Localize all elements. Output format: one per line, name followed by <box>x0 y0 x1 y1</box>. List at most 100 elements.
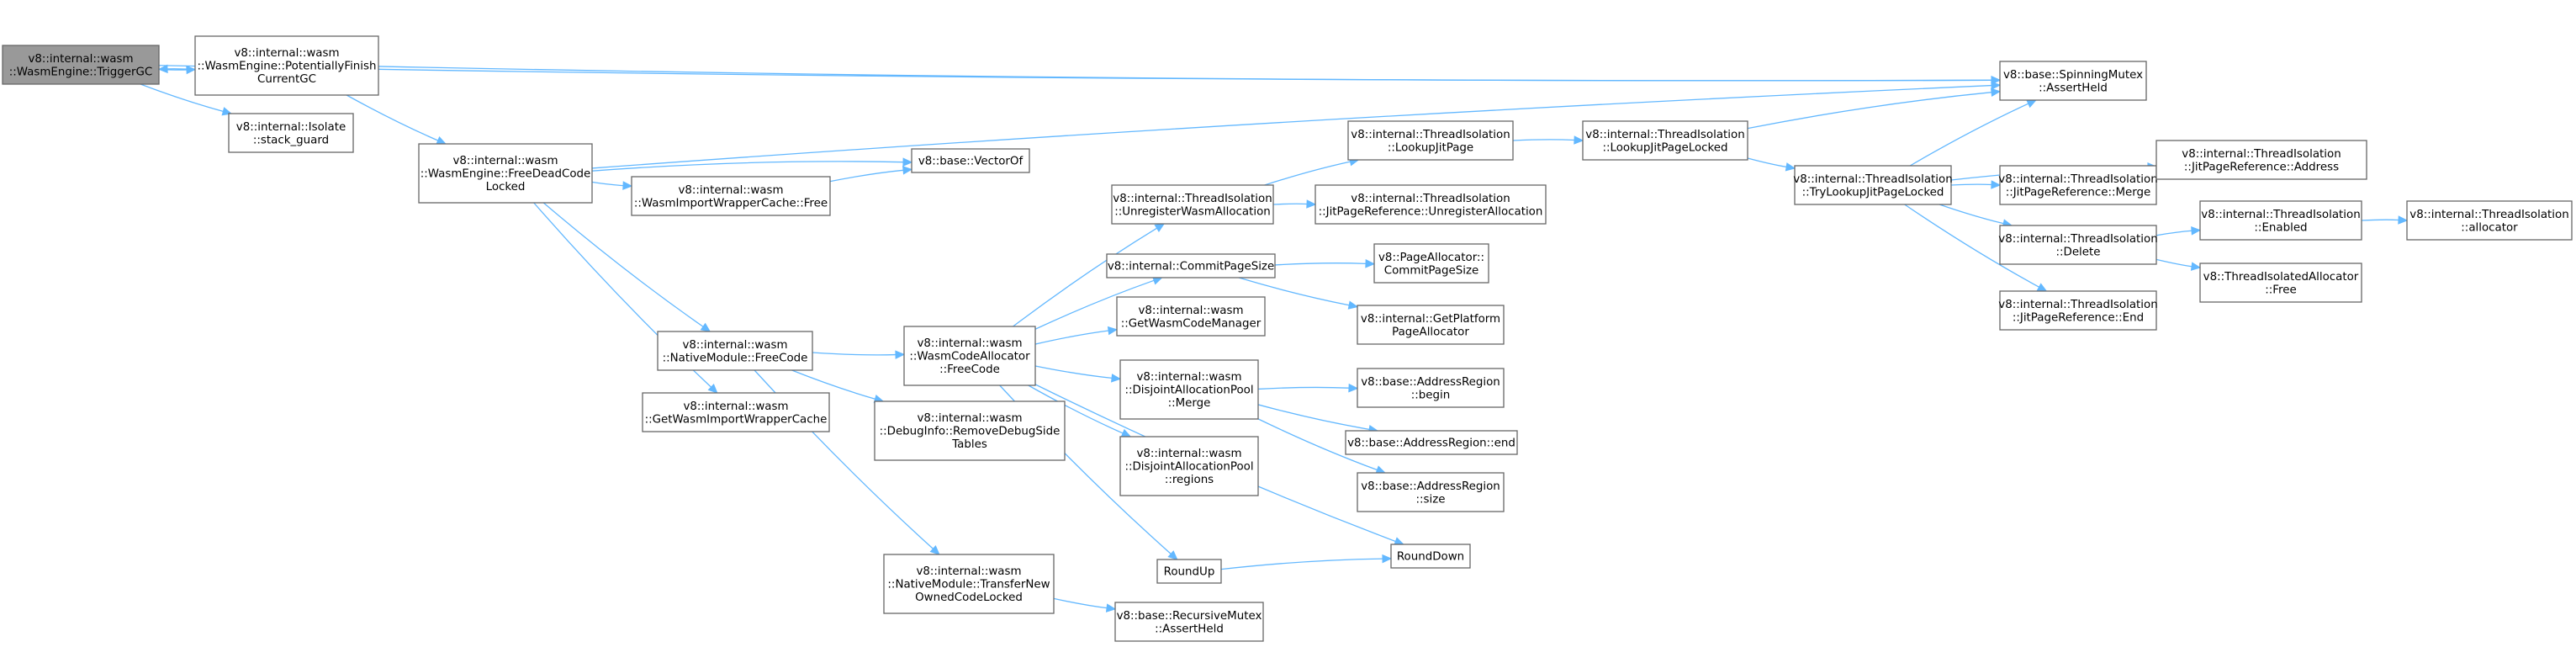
node-label: ::WasmEngine::TriggerGC <box>9 66 152 78</box>
edge-native-module-free-code-to-code-allocator-free-code <box>812 352 897 356</box>
node-potentially-finish[interactable]: v8::internal::wasm::WasmEngine::Potentia… <box>194 35 379 96</box>
node-label: RoundDown <box>1397 551 1464 564</box>
node-label: v8::internal::ThreadIsolation <box>1351 129 1510 141</box>
node-label: v8::internal::wasm <box>916 565 1021 578</box>
node-label: ::NativeModule::FreeCode <box>663 352 808 364</box>
node-thread-isolation-enabled[interactable]: v8::internal::ThreadIsolation::Enabled <box>2199 200 2362 241</box>
node-label: ::NativeModule::TransferNew <box>887 579 1050 591</box>
node-isolate-stack-guard[interactable]: v8::internal::Isolate::stack_guard <box>228 113 354 153</box>
node-trigger-gc[interactable]: v8::internal::wasm::WasmEngine::TriggerG… <box>2 45 160 85</box>
node-label: v8::internal::ThreadIsolation <box>1793 173 1952 186</box>
node-box <box>1357 472 1505 512</box>
node-thread-isolation-allocator[interactable]: v8::internal::ThreadIsolation::allocator <box>2406 200 2573 241</box>
node-label: ::allocator <box>2461 221 2518 234</box>
node-jit-page-ref-unregister[interactable]: v8::internal::ThreadIsolation::JitPageRe… <box>1314 184 1547 225</box>
node-label: v8::base::SpinningMutex <box>2003 69 2143 82</box>
node-label: v8::base::AddressRegion <box>1361 480 1500 493</box>
node-label: RoundUp <box>1164 566 1215 579</box>
node-label: ::TryLookupJitPageLocked <box>1802 186 1944 199</box>
node-box <box>1314 184 1547 225</box>
edge-lookup-jit-page-locked-to-try-lookup-jit-page-locked <box>1747 157 1787 168</box>
node-thread-isolation-delete[interactable]: v8::internal::ThreadIsolation::Delete <box>1998 225 2158 265</box>
node-spinning-mutex-assert[interactable]: v8::base::SpinningMutex::AssertHeld <box>1999 61 2147 101</box>
node-label: ::AssertHeld <box>1155 623 1224 635</box>
node-commit-page-size[interactable]: v8::internal::CommitPageSize <box>1106 253 1276 278</box>
node-get-wasm-code-manager[interactable]: v8::internal::wasm::GetWasmCodeManager <box>1116 296 1266 337</box>
node-recursive-mutex-assert[interactable]: v8::base::RecursiveMutex::AssertHeld <box>1114 602 1264 642</box>
node-label: v8::internal::GetPlatform <box>1361 313 1500 326</box>
edge-thread-isolation-delete-to-thread-isolation-enabled <box>2155 230 2193 236</box>
node-label: ::WasmCodeAllocator <box>909 351 1030 363</box>
edge-arrowhead <box>1111 374 1122 383</box>
edge-free-dead-code-to-wrapper-cache-free <box>591 181 624 187</box>
node-label: ::LookupJitPageLocked <box>1602 141 1727 154</box>
node-address-region-end[interactable]: v8::base::AddressRegion::end <box>1345 430 1518 455</box>
edge-arrowhead <box>1785 162 1796 172</box>
node-box <box>1999 165 2157 205</box>
edge-wrapper-cache-free-to-vector-of <box>829 169 904 183</box>
edge-arrowhead <box>1120 428 1132 438</box>
node-label: CurrentGC <box>257 73 316 86</box>
node-label: v8::internal::wasm <box>678 184 783 197</box>
node-label: v8::internal::wasm <box>917 412 1022 425</box>
edge-arrowhead <box>2026 99 2037 109</box>
edge-arrowhead <box>700 322 711 332</box>
node-label: Locked <box>486 181 526 194</box>
node-box <box>1357 368 1505 408</box>
edge-try-lookup-jit-page-locked-to-thread-isolation-delete <box>1939 204 2004 225</box>
node-jit-page-ref-merge[interactable]: v8::internal::ThreadIsolation::JitPageRe… <box>1998 165 2158 205</box>
node-round-down[interactable]: RoundDown <box>1390 544 1471 569</box>
node-address-region-begin[interactable]: v8::base::AddressRegion::begin <box>1357 368 1505 408</box>
node-box <box>883 554 1055 614</box>
node-unregister-wasm-allocation[interactable]: v8::internal::ThreadIsolation::Unregiste… <box>1111 184 1274 225</box>
node-try-lookup-jit-page-locked[interactable]: v8::internal::ThreadIsolation::TryLookup… <box>1793 165 1953 205</box>
node-label: v8::internal::wasm <box>917 337 1022 350</box>
node-lookup-jit-page-locked[interactable]: v8::internal::ThreadIsolation::LookupJit… <box>1582 120 1748 161</box>
node-box <box>911 148 1030 173</box>
node-wrapper-cache-free[interactable]: v8::internal::wasm::WasmImportWrapperCac… <box>631 176 831 216</box>
node-round-up[interactable]: RoundUp <box>1156 559 1222 584</box>
edge-try-lookup-jit-page-locked-to-jit-page-ref-merge <box>1950 183 1992 186</box>
edge-arrowhead <box>1167 550 1178 560</box>
node-transfer-new-owned-code[interactable]: v8::internal::wasm::NativeModule::Transf… <box>883 554 1055 614</box>
node-vector-of[interactable]: v8::base::VectorOf <box>911 148 1030 173</box>
node-jit-page-ref-address[interactable]: v8::internal::ThreadIsolation::JitPageRe… <box>2155 140 2367 180</box>
edge-disjoint-pool-merge-to-address-region-end <box>1257 404 1370 430</box>
node-label: v8::internal::Isolate <box>236 121 346 134</box>
node-label: v8::internal::wasm <box>682 339 787 352</box>
edge-arrowhead <box>902 166 913 175</box>
node-page-allocator-commit[interactable]: v8::PageAllocator::CommitPageSize <box>1373 243 1489 284</box>
node-label: v8::PageAllocator:: <box>1378 252 1484 264</box>
node-box <box>1390 544 1471 569</box>
node-disjoint-pool-merge[interactable]: v8::internal::wasm::DisjointAllocationPo… <box>1119 359 1259 420</box>
node-label: ::Enabled <box>2254 221 2307 234</box>
node-jit-page-ref-end[interactable]: v8::internal::ThreadIsolation::JitPageRe… <box>1998 290 2158 331</box>
edge-transfer-new-owned-code-to-recursive-mutex-assert <box>1053 597 1108 609</box>
node-box <box>1119 359 1259 420</box>
node-label: ::WasmEngine::FreeDeadCode <box>421 168 591 181</box>
node-box <box>1373 243 1489 284</box>
node-label: v8::internal::ThreadIsolation <box>1998 173 2157 186</box>
edge-arrowhead <box>895 350 906 359</box>
edge-arrowhead <box>2398 215 2409 225</box>
node-box <box>1582 120 1748 161</box>
node-native-module-free-code[interactable]: v8::internal::wasm::NativeModule::FreeCo… <box>657 331 813 371</box>
node-get-wrapper-cache[interactable]: v8::internal::wasm::GetWasmImportWrapper… <box>642 392 830 432</box>
node-remove-debug-side-tables[interactable]: v8::internal::wasm::DebugInfo::RemoveDeb… <box>874 400 1066 461</box>
node-label: v8::internal::wasm <box>452 155 558 167</box>
node-address-region-size[interactable]: v8::base::AddressRegion::size <box>1357 472 1505 512</box>
edge-arrowhead <box>1107 326 1119 336</box>
node-box <box>1116 296 1266 337</box>
node-lookup-jit-page[interactable]: v8::internal::ThreadIsolation::LookupJit… <box>1347 120 1514 161</box>
node-box <box>2199 263 2362 303</box>
edges-layer <box>140 64 2409 613</box>
edge-code-allocator-free-code-to-disjoint-pool-regions <box>1028 384 1124 434</box>
node-free-dead-code[interactable]: v8::internal::wasm::WasmEngine::FreeDead… <box>418 143 593 204</box>
node-code-allocator-free-code[interactable]: v8::internal::wasm::WasmCodeAllocator::F… <box>903 326 1036 386</box>
nodes-layer: v8::internal::wasm::WasmEngine::TriggerG… <box>2 35 2573 642</box>
node-label: ::GetWasmCodeManager <box>1121 317 1262 330</box>
node-disjoint-pool-regions[interactable]: v8::internal::wasm::DisjointAllocationPo… <box>1119 436 1259 496</box>
node-thread-isolated-allocator-free[interactable]: v8::ThreadIsolatedAllocator::Free <box>2199 263 2362 303</box>
